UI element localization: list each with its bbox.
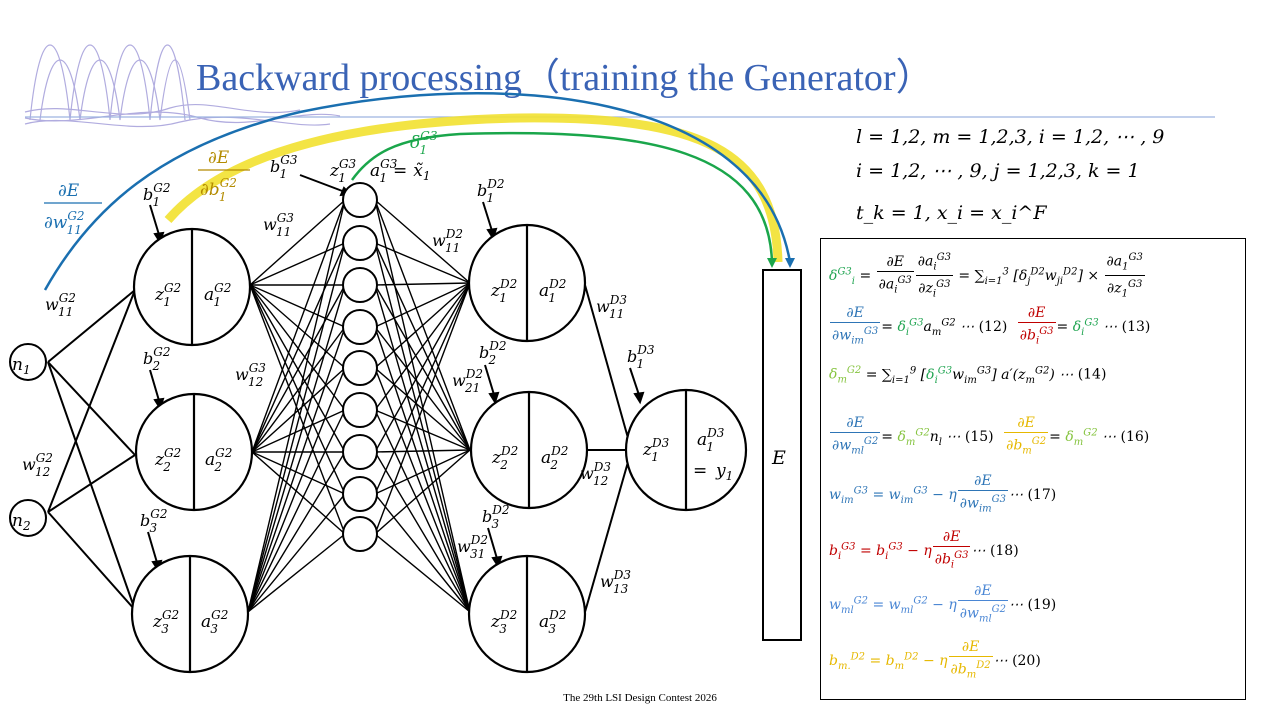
eq-12-13: ∂E∂wimG3= δiG3amG2 ⋯ (12) ∂E∂biG3= δiG3 …	[830, 305, 1151, 347]
eq-14: δmG2 = ∑i=19 [δiG3wimG3] a′(zmG2) ⋯ (14)	[829, 365, 1107, 386]
error-block-label: E	[771, 447, 786, 469]
svg-text:=: =	[693, 461, 707, 481]
d3-neuron	[624, 388, 748, 512]
edges-g3-d2	[374, 199, 471, 613]
blue-path	[43, 92, 792, 291]
g2-neurons	[130, 227, 254, 674]
yellow-path	[164, 113, 783, 263]
index-defs-line3: t_k = 1, x_i = x_i^F	[856, 202, 1047, 224]
svg-text:∂E: ∂E	[58, 181, 80, 201]
input-node-n1	[9, 343, 47, 381]
edges-input-g2	[47, 289, 136, 611]
footer: The 29th LSI Design Contest 2026	[563, 692, 717, 704]
g3-neurons	[342, 182, 378, 552]
d2-neurons	[467, 223, 589, 674]
green-path	[350, 131, 774, 263]
equation-box: δG3i = ∂E∂aiG3∂aiG3∂ziG3 = ∑i=13 [δjD2wj…	[820, 238, 1246, 700]
eq-delta-g3: δG3i = ∂E∂aiG3∂aiG3∂ziG3 = ∑i=13 [δjD2wj…	[829, 249, 1146, 303]
eq-18: biG3 = biG3 − η∂E∂biG3⋯ (18)	[829, 529, 1019, 571]
edges-d2-d3	[584, 284, 629, 613]
eq-20: bm.D2 = bmD2 − η∂E∂bmD2⋯ (20)	[829, 639, 1041, 681]
bias-arrows	[147, 174, 645, 573]
error-block	[762, 269, 802, 641]
input-node-n2	[9, 499, 47, 537]
edges-g2-g3	[247, 199, 346, 613]
index-defs-line1: l = 1,2, m = 1,2,3, i = 1,2, ⋯ , 9	[856, 126, 1164, 148]
eq-17: wimG3 = wimG3 − η∂E∂wimG3⋯ (17)	[829, 473, 1057, 515]
index-defs-line2: i = 1,2, ⋯ , 9, j = 1,2,3, k = 1	[856, 160, 1140, 182]
svg-text:∂E: ∂E	[208, 148, 230, 168]
eq-19: wmlG2 = wmlG2 − η∂E∂wmlG2⋯ (19)	[829, 583, 1057, 625]
eq-15-16: ∂E∂wmlG2= δmG2nl ⋯ (15) ∂E∂bmG2= δmG2 ⋯ …	[830, 415, 1150, 457]
input-nodes	[9, 343, 47, 537]
wave-logo	[24, 44, 341, 128]
slide-title: Backward processing（training the Generat…	[196, 57, 934, 99]
